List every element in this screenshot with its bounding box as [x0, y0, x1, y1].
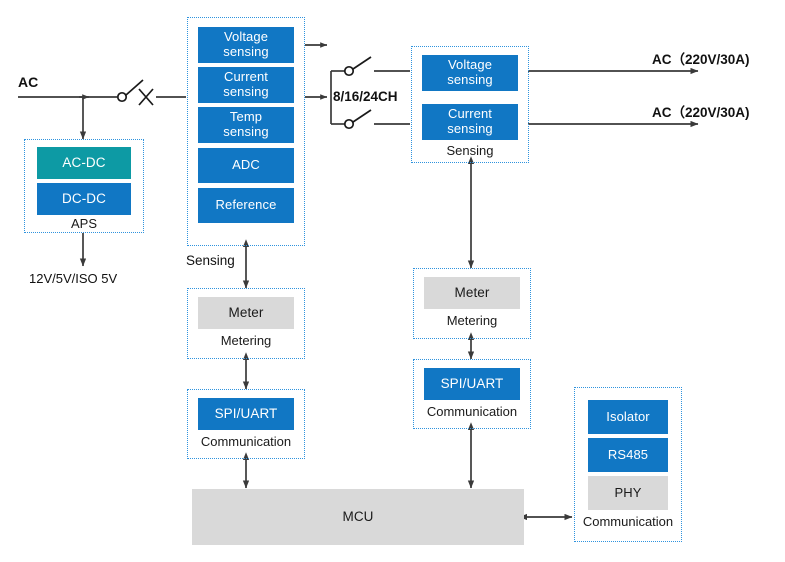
group-communication-left	[187, 389, 305, 459]
channel-count-label: 8/16/24CH	[333, 89, 398, 104]
caption-communication-right: Communication	[582, 513, 674, 529]
group-communication-mid	[413, 359, 531, 429]
block-meter-mid: Meter	[424, 277, 520, 309]
caption-metering-left: Metering	[220, 332, 272, 348]
block-spi-uart-mid: SPI/UART	[424, 368, 520, 400]
caption-aps: APS	[70, 216, 97, 231]
block-reference: Reference	[198, 188, 294, 223]
block-phy: PHY	[588, 476, 668, 510]
sensing-link-label: Sensing	[186, 253, 235, 268]
block-isolator: Isolator	[588, 400, 668, 434]
group-output-sensing	[411, 46, 529, 163]
block-mcu: MCU	[192, 489, 524, 545]
power-rails-label: 12V/5V/ISO 5V	[29, 271, 118, 286]
caption-output-sensing: Sensing	[446, 142, 494, 158]
block-rs485: RS485	[588, 438, 668, 472]
group-metering-left	[187, 288, 305, 359]
block-dc-dc: DC-DC	[37, 183, 131, 215]
group-aps	[24, 139, 144, 233]
caption-metering-mid: Metering	[446, 312, 498, 328]
ac-input-label: AC	[18, 74, 39, 90]
block-adc: ADC	[198, 148, 294, 183]
block-ac-dc: AC-DC	[37, 147, 131, 179]
ac-output-2-label: AC（220V/30A)	[652, 105, 750, 120]
block-spi-uart-left: SPI/UART	[198, 398, 294, 430]
caption-communication-left: Communication	[200, 433, 292, 449]
block-meter-left: Meter	[198, 297, 294, 329]
group-input-sensing	[187, 17, 305, 246]
ac-output-1-label: AC（220V/30A)	[652, 52, 750, 67]
group-metering-mid	[413, 268, 531, 339]
caption-communication-mid: Communication	[426, 403, 518, 419]
group-communication-right	[574, 387, 682, 542]
